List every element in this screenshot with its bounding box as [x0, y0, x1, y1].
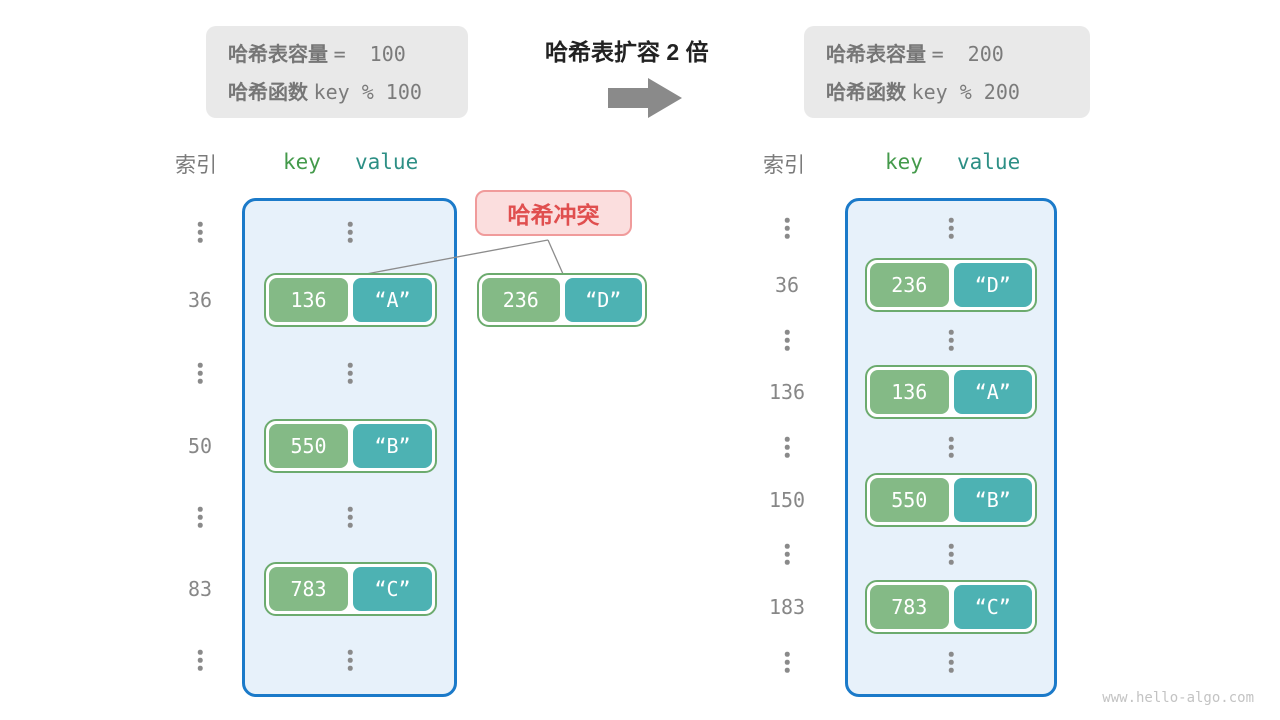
- kv-pair-550B: 550 “B”: [865, 473, 1037, 527]
- right-arrow-icon: [608, 78, 682, 118]
- capacity-line: 哈希表容量 = 100: [228, 36, 468, 74]
- index-label: 36: [774, 273, 800, 297]
- capacity-line: 哈希表容量 = 200: [826, 36, 1090, 74]
- ellipsis-dots: [197, 649, 203, 671]
- index-label: 136: [768, 380, 806, 404]
- watermark: www.hello-algo.com: [1102, 690, 1254, 706]
- index-label: 36: [187, 288, 213, 312]
- ellipsis-dots: [784, 543, 790, 565]
- value-cell: “D”: [564, 278, 642, 322]
- hash-collision-badge: 哈希冲突: [475, 190, 632, 236]
- kv-pair-550B: 550 “B”: [264, 419, 437, 473]
- index-header-right: 索引: [763, 154, 805, 177]
- kv-pair-136A: 136 “A”: [264, 273, 437, 327]
- ellipsis-dots: [347, 506, 353, 528]
- value-cell: “B”: [353, 424, 432, 468]
- key-header-left: key: [283, 150, 321, 174]
- hash-fn-label: 哈希函数: [826, 82, 906, 104]
- ellipsis-dots: [948, 651, 954, 673]
- key-cell: 136: [870, 370, 949, 414]
- key-cell: 236: [870, 263, 949, 307]
- key-header-right: key: [885, 150, 923, 174]
- diagram-title: 哈希表扩容 2 倍: [545, 39, 709, 65]
- hash-fn-value: key % 100: [313, 80, 422, 104]
- key-cell: 236: [482, 278, 560, 322]
- kv-pair-236D-colliding: 236 “D”: [477, 273, 647, 327]
- value-cell: “C”: [953, 585, 1032, 629]
- capacity-value: = 100: [333, 42, 406, 66]
- value-cell: “B”: [953, 478, 1032, 522]
- index-label: 150: [768, 488, 806, 512]
- ellipsis-dots: [197, 221, 203, 243]
- hash-fn-label: 哈希函数: [228, 82, 308, 104]
- ellipsis-dots: [948, 217, 954, 239]
- index-label: 50: [187, 434, 213, 458]
- ellipsis-dots: [948, 543, 954, 565]
- ellipsis-dots: [784, 217, 790, 239]
- ellipsis-dots: [784, 651, 790, 673]
- ellipsis-dots: [347, 362, 353, 384]
- index-header-left: 索引: [175, 154, 217, 177]
- ellipsis-dots: [784, 329, 790, 351]
- ellipsis-dots: [197, 362, 203, 384]
- capacity-label: 哈希表容量: [228, 44, 328, 66]
- kv-pair-236D: 236 “D”: [865, 258, 1037, 312]
- value-header-left: value: [355, 150, 419, 174]
- ellipsis-dots: [197, 506, 203, 528]
- index-label: 83: [187, 577, 213, 601]
- capacity-info-box-before: 哈希表容量 = 100 哈希函数 key % 100: [206, 26, 468, 118]
- kv-pair-783C: 783 “C”: [264, 562, 437, 616]
- hash-fn-line: 哈希函数 key % 100: [228, 74, 468, 112]
- ellipsis-dots: [347, 649, 353, 671]
- value-header-right: value: [957, 150, 1021, 174]
- ellipsis-dots: [948, 329, 954, 351]
- ellipsis-dots: [948, 436, 954, 458]
- value-cell: “C”: [353, 567, 432, 611]
- capacity-label: 哈希表容量: [826, 44, 926, 66]
- capacity-info-box-after: 哈希表容量 = 200 哈希函数 key % 200: [804, 26, 1090, 118]
- hash-fn-value: key % 200: [911, 80, 1020, 104]
- ellipsis-dots: [347, 221, 353, 243]
- key-cell: 550: [870, 478, 949, 522]
- key-cell: 783: [870, 585, 949, 629]
- kv-pair-783C: 783 “C”: [865, 580, 1037, 634]
- value-cell: “A”: [953, 370, 1032, 414]
- key-cell: 550: [269, 424, 348, 468]
- index-label: 183: [768, 595, 806, 619]
- value-cell: “D”: [953, 263, 1032, 307]
- value-cell: “A”: [353, 278, 432, 322]
- kv-pair-136A: 136 “A”: [865, 365, 1037, 419]
- hash-fn-line: 哈希函数 key % 200: [826, 74, 1090, 112]
- key-cell: 783: [269, 567, 348, 611]
- capacity-value: = 200: [931, 42, 1004, 66]
- ellipsis-dots: [784, 436, 790, 458]
- hash-collision-label: 哈希冲突: [507, 202, 600, 228]
- key-cell: 136: [269, 278, 348, 322]
